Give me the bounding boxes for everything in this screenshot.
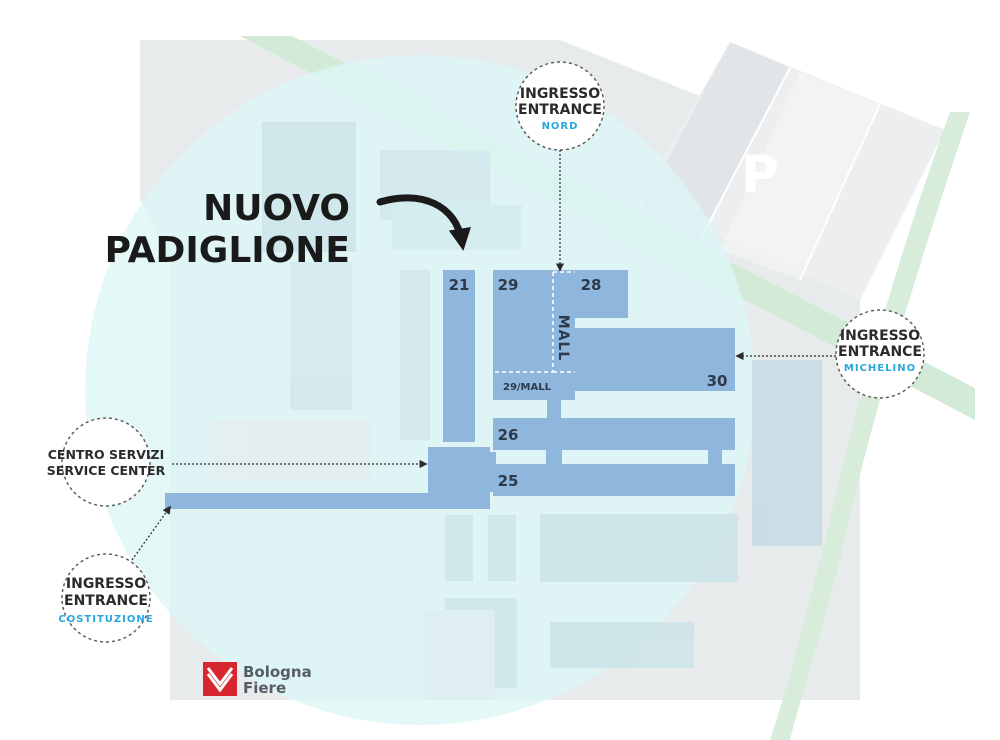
costituzione-arrow [131, 505, 171, 561]
link-service-25 [488, 452, 496, 492]
background-buildings [210, 122, 822, 700]
link-29-26 [547, 398, 561, 420]
hall-28[interactable] [575, 270, 628, 318]
logo-mark-icon [206, 667, 234, 693]
entrance-costituzione-name: COSTITUZIONE [58, 614, 153, 625]
service-center-block[interactable] [428, 447, 490, 509]
link-26-25 [546, 448, 562, 466]
mall-dashed-outline [493, 271, 575, 373]
hall-26[interactable] [493, 418, 735, 450]
hall-21-label: 21 [449, 276, 470, 294]
west-corridor [165, 493, 431, 509]
mall-label: MALL [555, 315, 571, 362]
hall-21[interactable] [443, 270, 475, 442]
green-road [770, 112, 970, 740]
hall-29-label: 29 [498, 276, 519, 294]
service-center-line1: CENTRO SERVIZI [48, 447, 165, 462]
hall-25-label: 25 [498, 472, 519, 490]
mall-corridor[interactable] [553, 270, 575, 400]
logo-line2: Fiere [243, 679, 286, 697]
logo-line1: Bologna [243, 663, 312, 681]
entrance-costituzione[interactable]: INGRESSO ENTRANCE COSTITUZIONE [58, 553, 153, 643]
entrance-costituzione-line2: ENTRANCE [64, 593, 148, 609]
entrance-nord-line2: ENTRANCE [518, 102, 602, 118]
entrance-nord-name: NORD [542, 121, 579, 132]
bolognafiere-logo: Bologna Fiere [203, 662, 312, 697]
headline-line1: NUOVO [203, 188, 350, 229]
hall-30-label: 30 [707, 372, 728, 390]
entrance-michelino-name: MICHELINO [844, 363, 916, 374]
headline-line2: PADIGLIONE [105, 230, 350, 271]
entrance-michelino-line1: INGRESSO [840, 328, 920, 344]
entrance-michelino-line2: ENTRANCE [838, 344, 922, 360]
hall-30[interactable] [575, 328, 735, 391]
hall-blocks [165, 270, 735, 509]
service-center-label[interactable]: CENTRO SERVIZI SERVICE CENTER [47, 417, 166, 507]
hall-28-label: 28 [581, 276, 602, 294]
mall-29-label: 29/MALL [503, 382, 552, 393]
entrance-michelino[interactable]: INGRESSO ENTRANCE MICHELINO [835, 309, 925, 399]
hall-25[interactable] [493, 464, 735, 496]
entrance-nord-line1: INGRESSO [520, 86, 600, 102]
entrance-nord[interactable]: INGRESSO ENTRANCE NORD [515, 61, 605, 151]
service-center-line2: SERVICE CENTER [47, 463, 166, 478]
link-26-25-east [708, 448, 722, 466]
parking-label: P [741, 145, 779, 205]
hall-26-label: 26 [498, 426, 519, 444]
hall-29[interactable] [493, 270, 553, 400]
entrance-costituzione-line1: INGRESSO [66, 576, 146, 592]
curved-arrow-icon [376, 194, 471, 251]
